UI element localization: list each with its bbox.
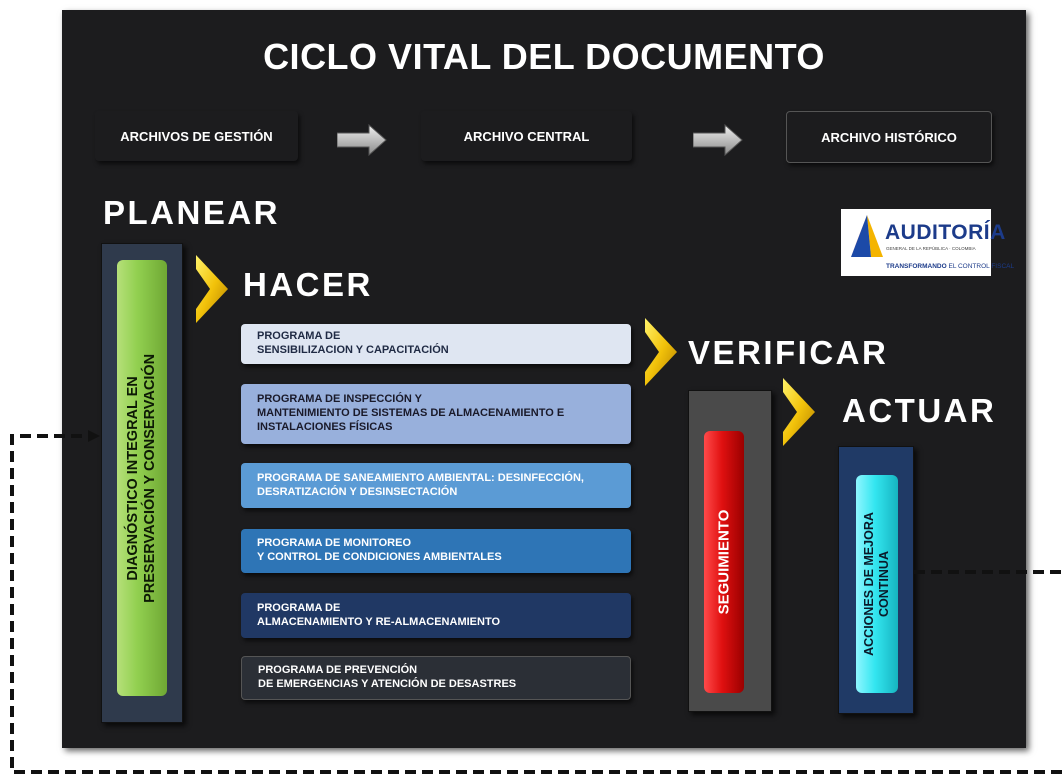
- phase-hacer: HACER: [243, 266, 373, 303]
- archive-gestion-label: ARCHIVOS DE GESTIÓN: [120, 128, 273, 144]
- program-item: PROGRAMA DE SENSIBILIZACION Y CAPACITACI…: [241, 324, 631, 364]
- actuar-bar: ACCIONES DE MEJORA CONTINUA: [856, 475, 898, 693]
- logo-slogan-rest: EL CONTROL FISCAL: [946, 263, 1015, 270]
- auditoria-logo: AUDITORÍA GENERAL DE LA REPÚBLICA · COLO…: [841, 209, 1014, 276]
- diagram-title: CICLO VITAL DEL DOCUMENTO: [263, 36, 825, 77]
- planear-bar: DIAGNÓSTICO INTEGRAL EN PRESERVACIÓN Y C…: [117, 260, 167, 696]
- logo-slogan: TRANSFORMANDO EL CONTROL FISCAL: [886, 263, 1014, 270]
- program-item-text: PROGRAMA DE ALMACENAMIENTO Y RE-ALMACENA…: [257, 601, 501, 628]
- logo-subtitle: GENERAL DE LA REPÚBLICA · COLOMBIA: [886, 246, 976, 251]
- verificar-bar: SEGUIMIENTO: [704, 431, 744, 693]
- program-item: PROGRAMA DE MONITOREO Y CONTROL DE CONDI…: [241, 529, 631, 573]
- archive-historico-label: ARCHIVO HISTÓRICO: [821, 129, 957, 145]
- arrow-right-icon: [337, 124, 387, 156]
- archive-central-label: ARCHIVO CENTRAL: [463, 128, 590, 144]
- phase-actuar: ACTUAR: [842, 392, 997, 429]
- program-item: PROGRAMA DE PREVENCIÓN DE EMERGENCIAS Y …: [241, 656, 631, 700]
- archive-central-box: ARCHIVO CENTRAL: [421, 111, 632, 161]
- program-item: PROGRAMA DE SANEAMIENTO AMBIENTAL: DESIN…: [241, 463, 631, 508]
- yellow-arrow-icon: [196, 255, 228, 323]
- archive-gestion-box: ARCHIVOS DE GESTIÓN: [95, 111, 298, 161]
- yellow-arrow-icon: [783, 378, 815, 446]
- yellow-arrow-icon: [645, 318, 677, 386]
- program-item-text: PROGRAMA DE SENSIBILIZACION Y CAPACITACI…: [257, 330, 449, 356]
- program-item: PROGRAMA DE ALMACENAMIENTO Y RE-ALMACENA…: [241, 593, 631, 638]
- program-item-text: PROGRAMA DE SANEAMIENTO AMBIENTAL: DESIN…: [257, 471, 584, 498]
- program-item: PROGRAMA DE INSPECCIÓN Y MANTENIMIENTO D…: [241, 384, 631, 444]
- archive-historico-box: ARCHIVO HISTÓRICO: [786, 111, 992, 163]
- program-item-text: PROGRAMA DE MONITOREO Y CONTROL DE CONDI…: [257, 537, 502, 563]
- phase-verificar: VERIFICAR: [688, 334, 889, 371]
- program-item-text: PROGRAMA DE INSPECCIÓN Y MANTENIMIENTO D…: [257, 393, 565, 433]
- logo-slogan-bold: TRANSFORMANDO: [886, 263, 947, 270]
- arrow-right-icon: [693, 124, 743, 156]
- auditoria-logo-mark-icon: [851, 215, 883, 257]
- logo-name: AUDITORÍA: [885, 221, 1006, 244]
- phase-planear: PLANEAR: [103, 194, 281, 231]
- program-item-text: PROGRAMA DE PREVENCIÓN DE EMERGENCIAS Y …: [258, 664, 517, 690]
